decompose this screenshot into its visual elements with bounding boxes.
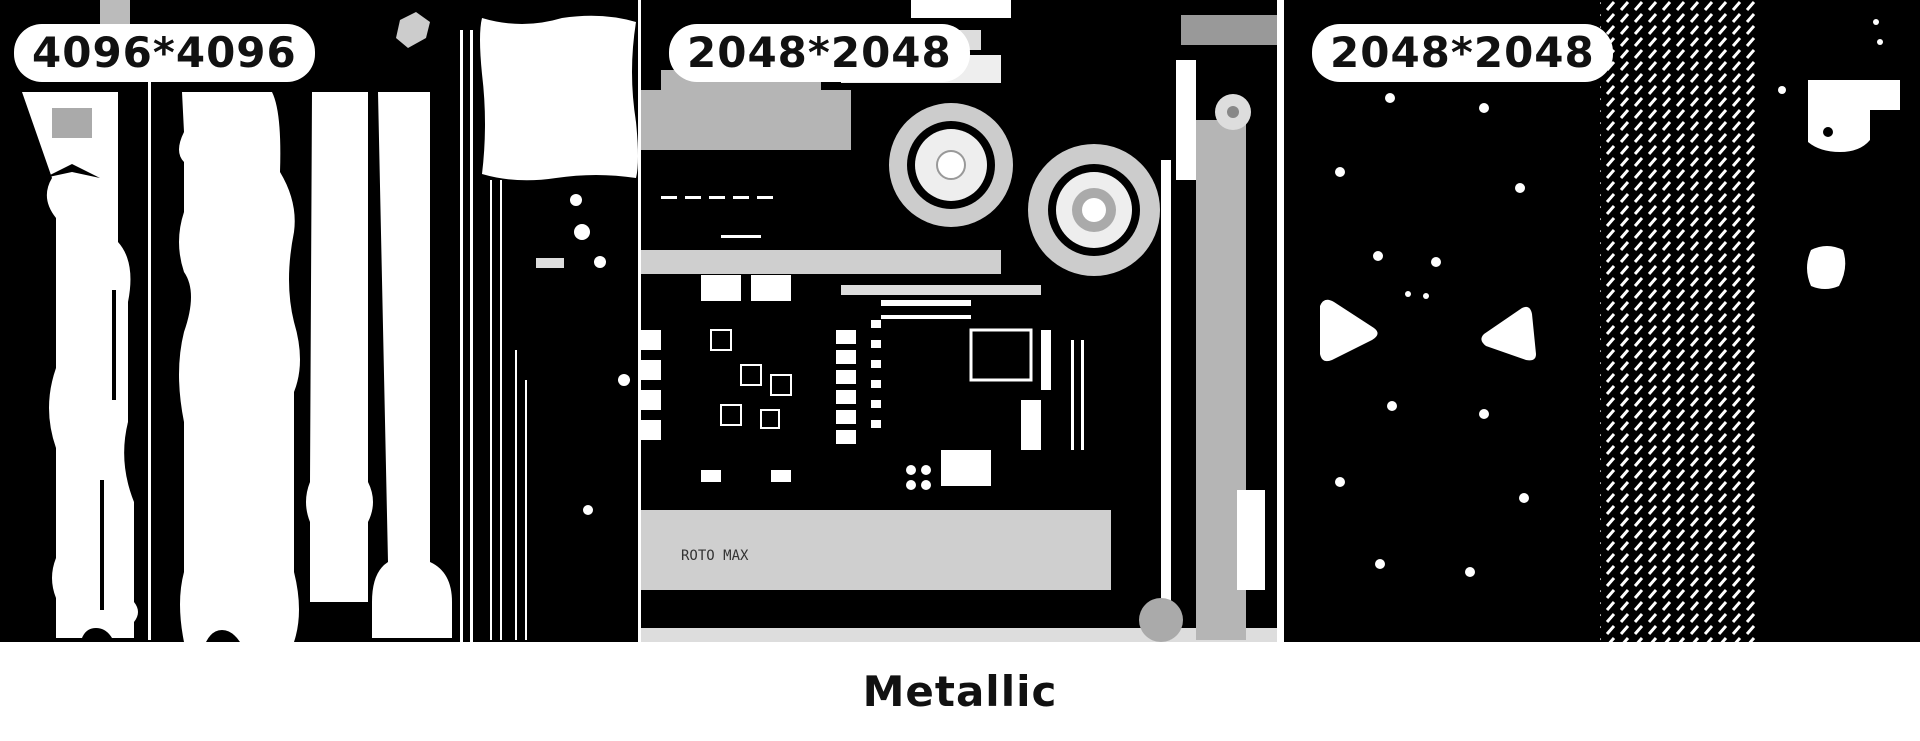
panel-divider-2 xyxy=(1281,0,1284,642)
coil-1 xyxy=(889,103,1013,227)
texture-panel-2048-a: ROTO MAX 2048*2048 xyxy=(641,0,1281,642)
resolution-badge-1: 4096*4096 xyxy=(14,24,315,82)
coil-2 xyxy=(1028,144,1160,276)
panel-divider-1 xyxy=(638,0,641,642)
resolution-badge-2: 2048*2048 xyxy=(669,24,970,82)
texture-map-2-image: ROTO MAX xyxy=(641,0,1281,642)
resolution-badge-3: 2048*2048 xyxy=(1312,24,1613,82)
texture-map-3-image xyxy=(1284,0,1920,642)
map-type-caption: Metallic xyxy=(862,667,1058,716)
hatched-strip xyxy=(1598,0,1758,642)
texture-panel-4096: 4096*4096 xyxy=(0,0,638,642)
board-label: ROTO MAX xyxy=(681,548,749,564)
texture-map-1-image xyxy=(0,0,638,642)
texture-panel-2048-b: 2048*2048 xyxy=(1284,0,1920,642)
